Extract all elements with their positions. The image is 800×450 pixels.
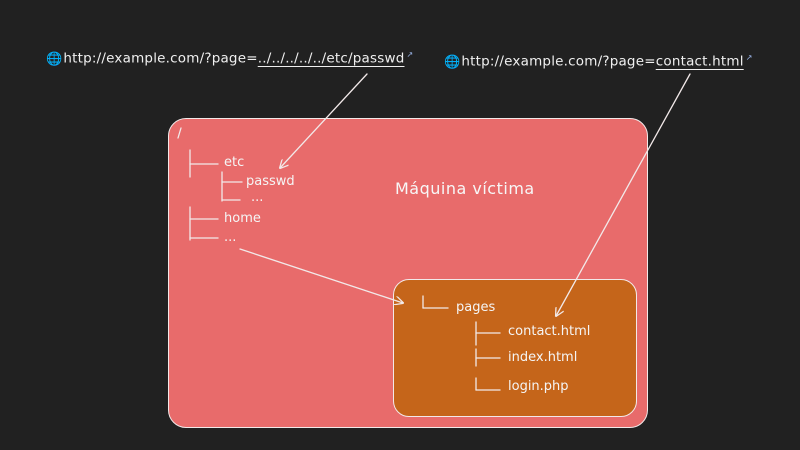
globe-icon: 🌐 xyxy=(444,54,461,70)
tree-label-etc: etc xyxy=(224,155,245,170)
url-traversal[interactable]: 🌐http://example.com/?page=../../../../..… xyxy=(46,50,413,67)
tree-label-login: login.php xyxy=(508,379,569,394)
globe-icon: 🌐 xyxy=(46,51,63,67)
url-param-traversal: ../../../../../etc/passwd xyxy=(257,50,405,67)
tree-label-root-more: ... xyxy=(224,230,237,245)
pages-folder-box xyxy=(393,279,637,417)
tree-label-etc-more: ... xyxy=(251,190,264,205)
url-legit[interactable]: 🌐http://example.com/?page=contact.html↗ xyxy=(444,53,753,70)
tree-label-pages: pages xyxy=(456,300,496,315)
tree-label-contact: contact.html xyxy=(508,324,591,339)
victim-machine-title: Máquina víctima xyxy=(395,179,535,198)
url-base: http://example.com/?page= xyxy=(63,50,258,67)
tree-label-index: index.html xyxy=(508,350,578,365)
tree-label-home: home xyxy=(224,211,261,226)
tree-label-passwd: passwd xyxy=(246,174,295,189)
url-param-contact: contact.html xyxy=(655,53,744,70)
external-link-icon: ↗ xyxy=(406,50,414,59)
url-base: http://example.com/?page= xyxy=(461,53,656,70)
external-link-icon: ↗ xyxy=(745,53,753,62)
